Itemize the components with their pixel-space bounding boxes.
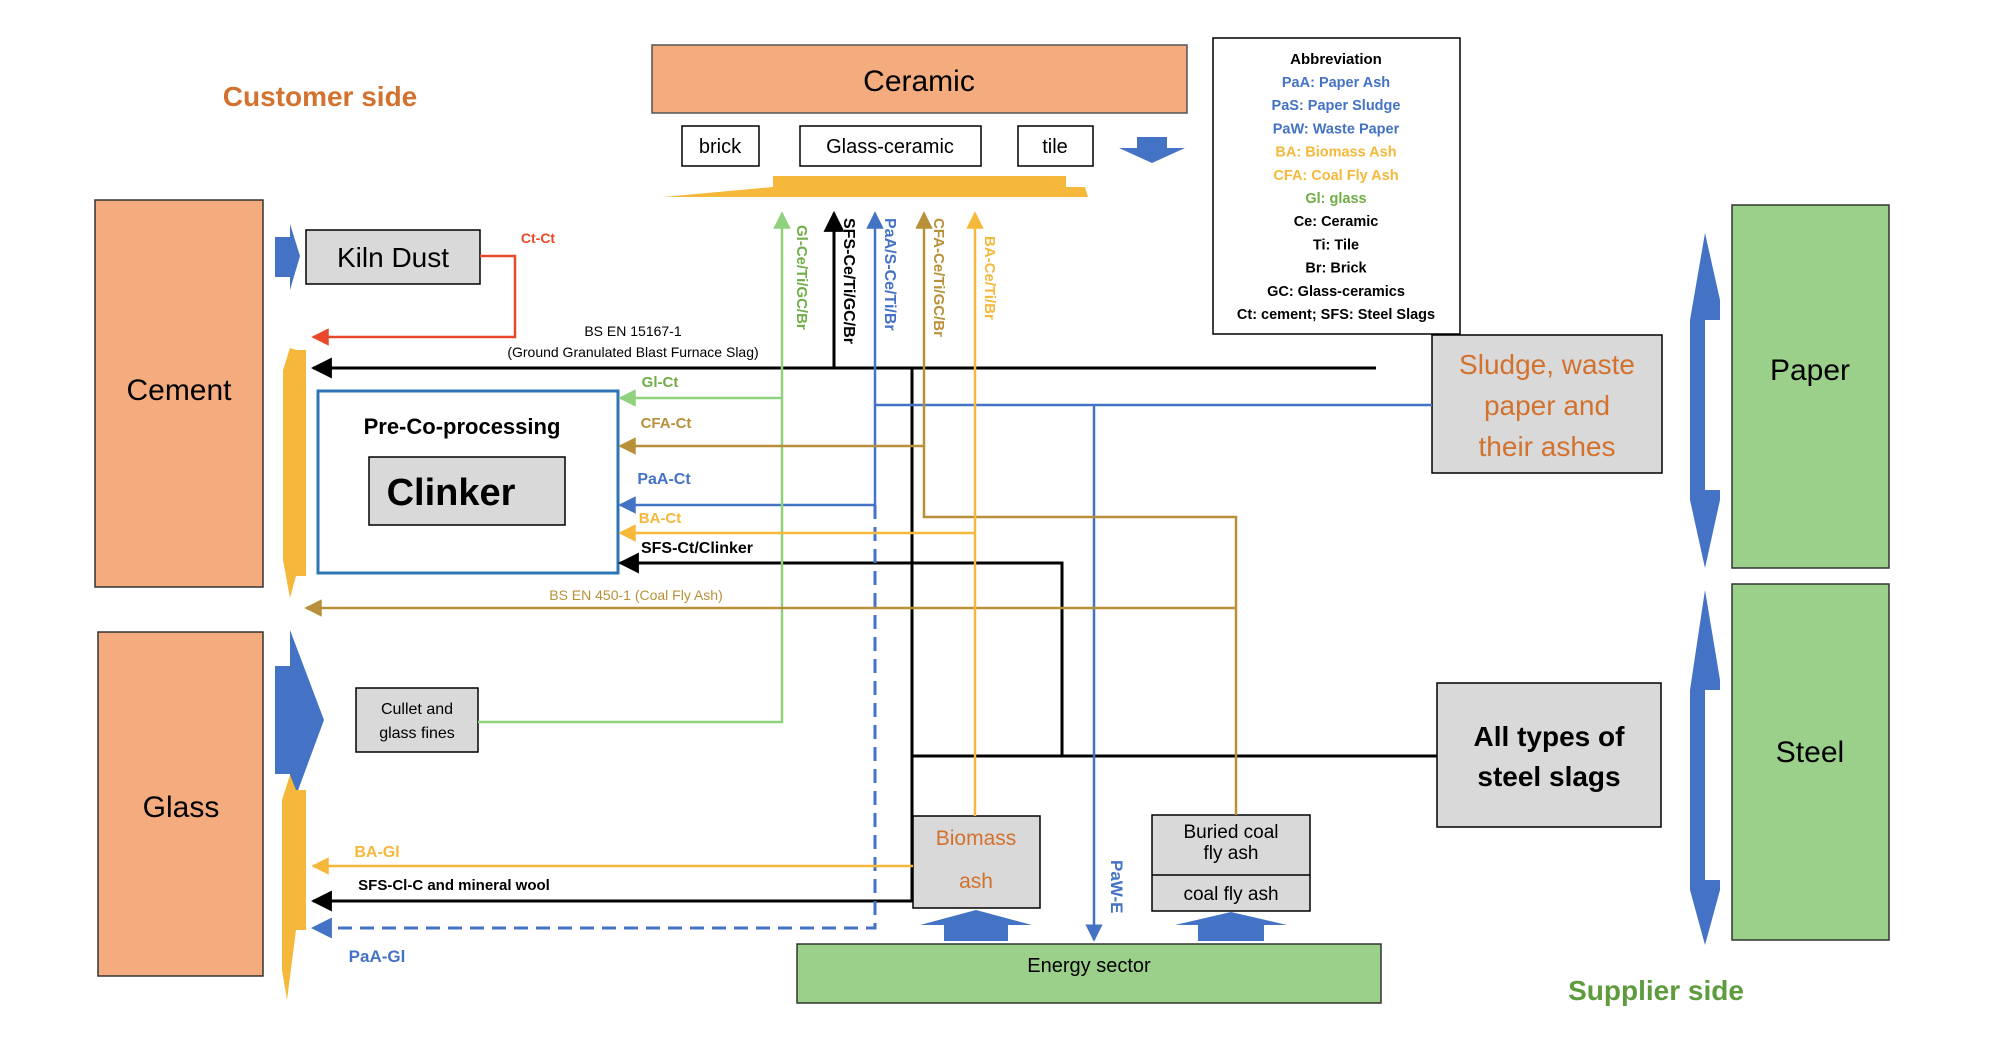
ba-ct-label: BA-Ct [639, 510, 682, 527]
legend-item: Gl: glass [1305, 191, 1366, 207]
steel-box [1731, 583, 1890, 941]
buried-coal-ash-label-line2: fly ash [1204, 843, 1259, 864]
sfs-clinker-flow-line [617, 552, 1064, 756]
abbreviation-legend [1212, 37, 1461, 335]
glass-ceramic-label: Glass-ceramic [826, 136, 954, 158]
cement-label: Cement [126, 374, 232, 407]
kiln-dust-inflow-arrow-icon [275, 224, 300, 290]
ceramic-box [651, 44, 1188, 114]
legend-item: Ce: Ceramic [1294, 214, 1379, 230]
cement-box [94, 199, 264, 588]
energy-sector-box [796, 943, 1382, 1004]
sfs-glass-flow-line [310, 756, 914, 912]
cfa-ceramic-vertical-label: CFA-Ce/Ti/GC/Br [930, 218, 947, 337]
sfs-ceramic-vertical-label: SFS-Ce/Ti/GC/Br [840, 218, 857, 344]
tile-box [1017, 125, 1094, 167]
bs-en-450-label: BS EN 450-1 (Coal Fly Ash) [549, 587, 723, 603]
legend-title: Abbreviation [1290, 51, 1382, 68]
cement-inflow-chevron [283, 348, 306, 598]
glass-box [97, 631, 264, 977]
ct-ct-flow-line [311, 254, 517, 346]
ba-ceramic-vertical-label: BA-Ce/Ti/Br [981, 236, 998, 320]
cfa-ct-label: CFA-Ct [641, 415, 692, 432]
paper-label: Paper [1770, 354, 1850, 387]
ceramic-inflow-chevron [663, 176, 1088, 197]
biomass-ash-label-line2: ash [959, 870, 993, 893]
sfs-cl-c-label: SFS-Cl-C and mineral wool [358, 877, 550, 894]
sfs-ct-clinker-label: SFS-Ct/Clinker [641, 540, 753, 557]
paw-e-label: PaW-E [1107, 860, 1126, 914]
gl-ct-label: Gl-Ct [642, 374, 679, 391]
paper-outflow-arrow-icon [1690, 233, 1720, 568]
cullet-box [355, 687, 479, 753]
tile-label: tile [1042, 136, 1068, 158]
biomass-ash-label-line1: Biomass [936, 827, 1017, 850]
steel-slags-box [1436, 682, 1662, 828]
bs-en-15167-label: BS EN 15167-1 [584, 323, 681, 339]
steel-slags-label-line1: All types of [1474, 721, 1626, 752]
cullet-label-line2: glass fines [379, 725, 455, 742]
energy-to-coal-ash-arrow-icon [1175, 912, 1287, 941]
ct-ct-label: Ct-Ct [521, 230, 556, 246]
legend-item: BA: Biomass Ash [1275, 145, 1396, 161]
brick-box [681, 125, 760, 167]
legend-item: Br: Brick [1305, 261, 1367, 277]
paa-ceramic-vertical-label: PaA/S-Ce/Ti/Br [881, 218, 898, 331]
clinker-label: Clinker [387, 472, 516, 514]
gl-ceramic-vertical-label: Gl-Ce/Ti/GC/Br [793, 225, 810, 330]
glass-inflow-arrow-icon [275, 630, 324, 812]
kiln-dust-label: Kiln Dust [337, 242, 449, 273]
biomass-ash-box [912, 815, 1041, 909]
legend-item: PaW: Waste Paper [1273, 121, 1400, 137]
paa-gl-flow-line [310, 505, 877, 939]
legend-item: PaA: Paper Ash [1282, 75, 1390, 91]
sludge-label-line2: paper and [1484, 390, 1610, 421]
sludge-label-line1: Sludge, waste [1459, 349, 1635, 380]
paper-box [1731, 204, 1890, 569]
ba-gl-label: BA-Gl [354, 844, 399, 861]
paa-gl-label: PaA-Gl [349, 947, 406, 966]
pre-co-processing-label: Pre-Co-processing [364, 414, 561, 439]
legend-item: GC: Glass-ceramics [1267, 284, 1405, 300]
legend-item: Ti: Tile [1313, 237, 1359, 253]
energy-sector-label: Energy sector [1027, 955, 1151, 977]
legend-item: PaS: Paper Sludge [1272, 98, 1401, 114]
sludge-label-line3: their ashes [1479, 431, 1616, 462]
glass-ceramic-box [799, 125, 982, 167]
brick-label: brick [699, 136, 742, 158]
steel-outflow-arrow-icon [1690, 590, 1720, 945]
cullet-label-line1: Cullet and [381, 701, 453, 718]
paa-ct-label: PaA-Ct [637, 471, 691, 488]
glass-inflow-chevron [282, 775, 306, 1000]
gl-ceramic-flow-line [478, 211, 791, 724]
buried-coal-ash-box [1151, 814, 1311, 912]
steel-label: Steel [1776, 736, 1844, 769]
ceramic-down-arrow-icon [1119, 137, 1185, 163]
customer-side-heading: Customer side [223, 81, 418, 112]
clinker-box [368, 456, 566, 526]
supplier-side-heading: Supplier side [1568, 975, 1744, 1006]
sludge-box [1431, 334, 1663, 474]
steel-slags-label-line2: steel slags [1477, 761, 1620, 792]
glass-label: Glass [143, 791, 220, 824]
legend-item: CFA: Coal Fly Ash [1273, 168, 1398, 184]
buried-coal-ash-label-line1: Buried coal [1183, 822, 1278, 843]
ceramic-label: Ceramic [863, 65, 975, 98]
cfa-trunk-line [915, 211, 1238, 815]
legend-item: Ct: cement; SFS: Steel Slags [1237, 307, 1435, 323]
energy-to-biomass-arrow-icon [920, 910, 1032, 941]
coal-fly-ash-label: coal fly ash [1183, 884, 1278, 905]
ggbfs-label: (Ground Granulated Blast Furnace Slag) [507, 344, 758, 360]
